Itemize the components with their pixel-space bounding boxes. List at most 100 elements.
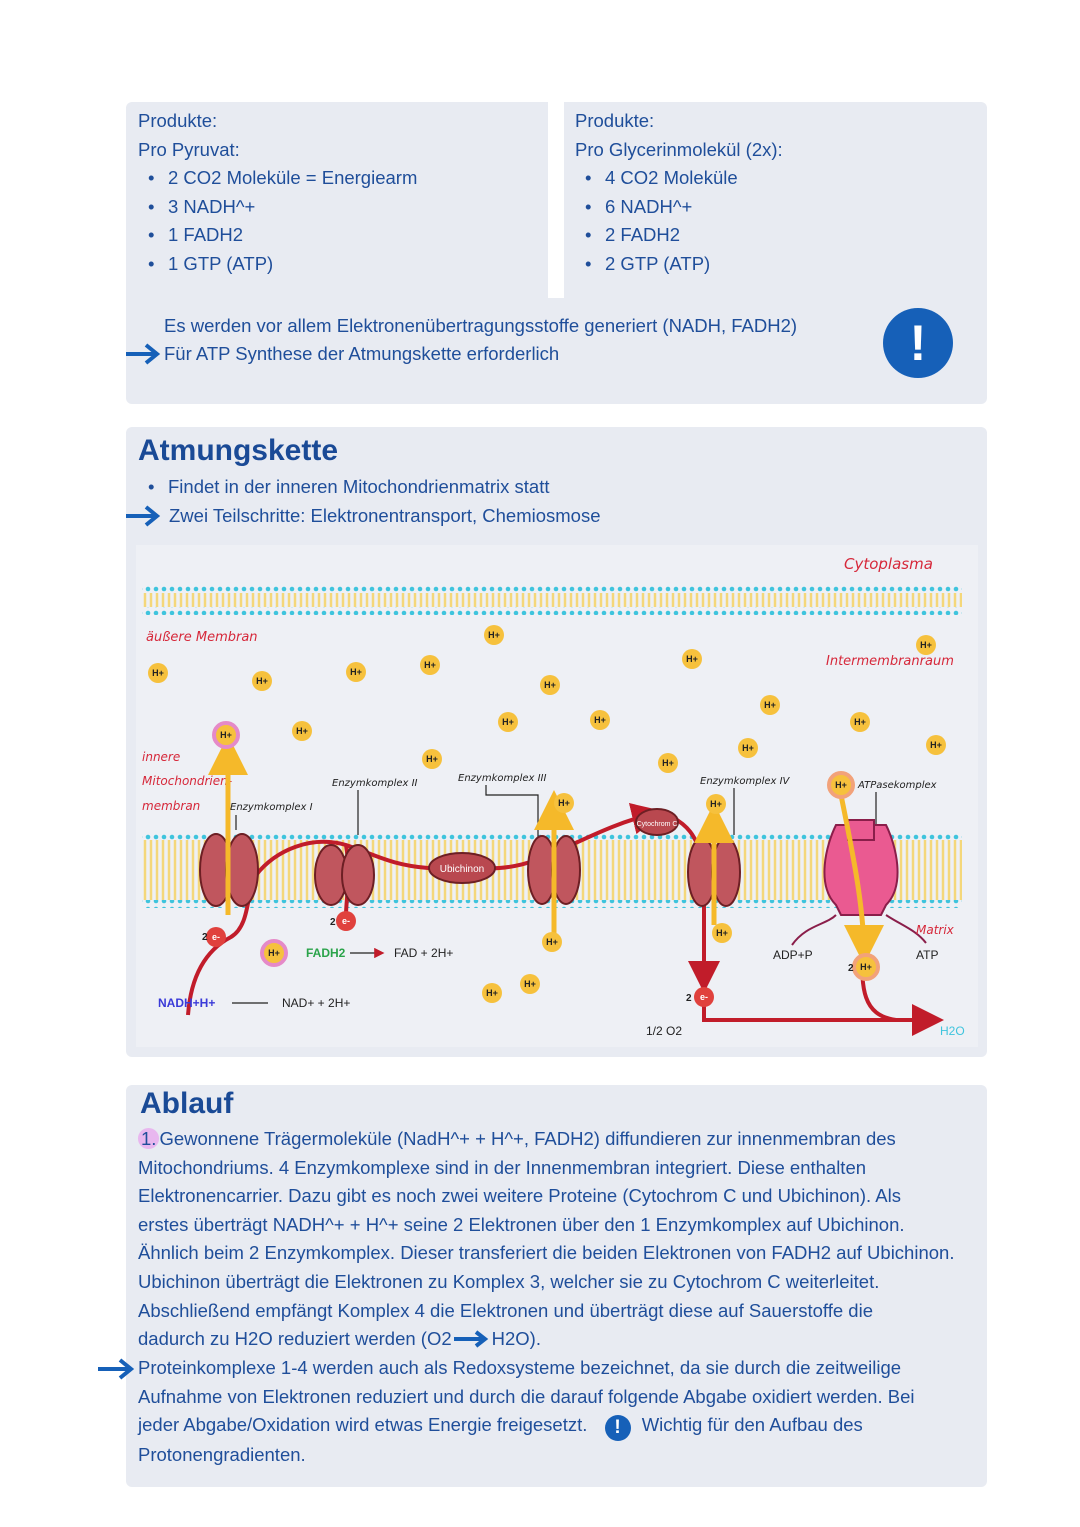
atp-label: ATP <box>916 948 938 962</box>
hplus-label: H+ <box>488 630 500 640</box>
hplus-label: H+ <box>220 730 232 740</box>
exclamation-icon: ! <box>604 1415 631 1442</box>
summary-line2: Für ATP Synthese der Atmungskette erford… <box>164 343 560 364</box>
electrons: e- e- e- <box>206 911 714 1007</box>
intermembrane-label: Intermembranraum <box>826 654 954 669</box>
column-divider <box>548 98 564 298</box>
ablauf-line: Abschließend empfängt Komplex 4 die Elek… <box>138 1299 873 1321</box>
ablauf-line: jeder Abgabe/Oxidation wird etwas Energi… <box>138 1414 588 1436</box>
cytochrom-label: Cytochrom C <box>637 821 678 828</box>
products-left-heading: Produkte: <box>138 110 218 131</box>
products-right-list: 4 CO2 Moleküle 6 NADH^+ 2 FADH2 2 GTP (A… <box>575 164 975 278</box>
ablauf-paragraph-1: 1.Gewonnene Trägermoleküle (NadH^+ + H^+… <box>138 1125 998 1354</box>
arrow-icon <box>126 343 161 365</box>
ablauf-line: Elektronencarrier. Dazu gibt es noch zwe… <box>138 1185 901 1207</box>
ablauf-line: Gewonnene Trägermoleküle (NadH^+ + H^+, … <box>159 1128 896 1149</box>
hplus-label: H+ <box>524 979 536 989</box>
products-left-list: 2 CO2 Moleküle = Energiearm 3 NADH^+ 1 F… <box>138 164 538 278</box>
electron-label: e- <box>342 916 350 926</box>
hplus-label: H+ <box>742 743 754 753</box>
matrix-label: Matrix <box>916 923 955 937</box>
list-item: Findet in der inneren Mitochondrienmatri… <box>148 473 549 502</box>
cytochrom-c: Cytochrom C <box>635 808 679 836</box>
complex1-label: Enzymkomplex I <box>230 802 313 813</box>
complex-3 <box>527 790 581 935</box>
o2-label: 1/2 O2 <box>646 1024 682 1038</box>
hplus-label: H+ <box>710 799 722 809</box>
hplus-label: H+ <box>835 780 847 790</box>
hplus-label: H+ <box>930 740 942 750</box>
outer-membrane <box>142 585 962 615</box>
respiratory-chain-diagram: Cytoplasma äußere Membran Intermembranra… <box>136 545 978 1047</box>
hplus-label: H+ <box>152 668 164 678</box>
hplus-label: H+ <box>426 754 438 764</box>
complex-2 <box>314 844 375 906</box>
ablauf-line: H2O). <box>491 1328 541 1350</box>
complex3-label: Enzymkomplex III <box>458 773 546 784</box>
exclamation-icon: ! <box>883 308 953 378</box>
count-label: 2 <box>848 963 854 974</box>
step-number: 1. <box>138 1128 160 1149</box>
ablauf-line: Ähnlich beim 2 Enzymkomplex. Dieser tran… <box>138 1242 955 1264</box>
list-item: 1 GTP (ATP) <box>148 250 538 279</box>
h-plus-ions: H+ H+ H+ H+ H+ H+ H+ H+ H+ H+ H+ H+ H+ H… <box>148 625 946 1003</box>
hplus-label: H+ <box>544 680 556 690</box>
hplus-label: H+ <box>764 700 776 710</box>
ubichinon: Ubichinon <box>428 852 496 884</box>
atmungskette-title: Atmungskette <box>138 434 339 467</box>
products-right: Produkte: Pro Glycerinmolekül (2x): 4 CO… <box>575 107 975 279</box>
products-right-sub: Pro Glycerinmolekül (2x): <box>575 138 783 160</box>
outer-membrane-label: äußere Membran <box>146 630 258 645</box>
hplus-label: H+ <box>256 676 268 686</box>
inner-membrane-label-1: innere <box>142 750 180 764</box>
ablauf-box <box>126 1085 987 1487</box>
hplus-label: H+ <box>686 654 698 664</box>
hplus-label: H+ <box>920 640 932 650</box>
count-label: 2 <box>686 993 692 1004</box>
hplus-label: H+ <box>424 660 436 670</box>
ablauf-line: Ubichinon überträgt die Elektronen zu Ko… <box>138 1270 880 1292</box>
ablauf-line: dadurch zu H2O reduziert werden (O2 <box>138 1328 452 1350</box>
adp-label: ADP+P <box>773 948 813 962</box>
products-right-heading: Produkte: <box>575 110 655 131</box>
hplus-label: H+ <box>860 962 872 972</box>
hplus-label: H+ <box>502 717 514 727</box>
ablauf-line: Wichtig für den Aufbau des <box>641 1414 863 1436</box>
atpase-label: ATPasekomplex <box>857 780 937 791</box>
ablauf-line: Proteinkomplexe 1-4 werden auch als Redo… <box>138 1357 902 1378</box>
ablauf-paragraph-2: Proteinkomplexe 1-4 werden auch als Redo… <box>138 1354 983 1470</box>
hplus-label: H+ <box>558 798 570 808</box>
hplus-label: H+ <box>662 758 674 768</box>
electron-label: e- <box>212 932 220 942</box>
complex2-label: Enzymkomplex II <box>332 778 418 789</box>
arrow-icon <box>126 505 161 527</box>
count-label: 2 <box>330 917 336 928</box>
ubichinon-label: Ubichinon <box>440 864 484 875</box>
hplus-label: H+ <box>854 717 866 727</box>
list-item: 1 FADH2 <box>148 221 538 250</box>
arrow-icon <box>98 1358 135 1380</box>
cytoplasma-label: Cytoplasma <box>844 555 933 573</box>
h2o-label: H2O <box>940 1024 965 1038</box>
complex4-label: Enzymkomplex IV <box>700 776 791 787</box>
products-left-sub: Pro Pyruvat: <box>138 138 240 160</box>
list-item: 2 GTP (ATP) <box>585 250 975 279</box>
atpase-complex <box>791 794 927 965</box>
ablauf-line: Protonengradienten. <box>138 1444 306 1466</box>
inner-membrane-label-2: Mitochondrien- <box>142 774 232 788</box>
nad-label: NAD+ + 2H+ <box>282 996 350 1010</box>
fad-label: FAD + 2H+ <box>394 946 453 960</box>
hplus-label: H+ <box>594 715 606 725</box>
hplus-label: H+ <box>268 948 280 958</box>
fadh2-label: FADH2 <box>306 946 346 960</box>
hplus-label: H+ <box>546 937 558 947</box>
list-item: 3 NADH^+ <box>148 193 538 222</box>
electron-label: e- <box>700 992 708 1002</box>
list-item: 2 FADH2 <box>585 221 975 250</box>
hplus-label: H+ <box>350 667 362 677</box>
arrow-icon <box>453 1330 488 1348</box>
ablauf-title: Ablauf <box>140 1087 234 1120</box>
inner-membrane-label-3: membran <box>142 799 200 813</box>
complex-1 <box>199 735 259 915</box>
summary-line1: Es werden vor allem Elektronenübertragun… <box>164 315 798 336</box>
